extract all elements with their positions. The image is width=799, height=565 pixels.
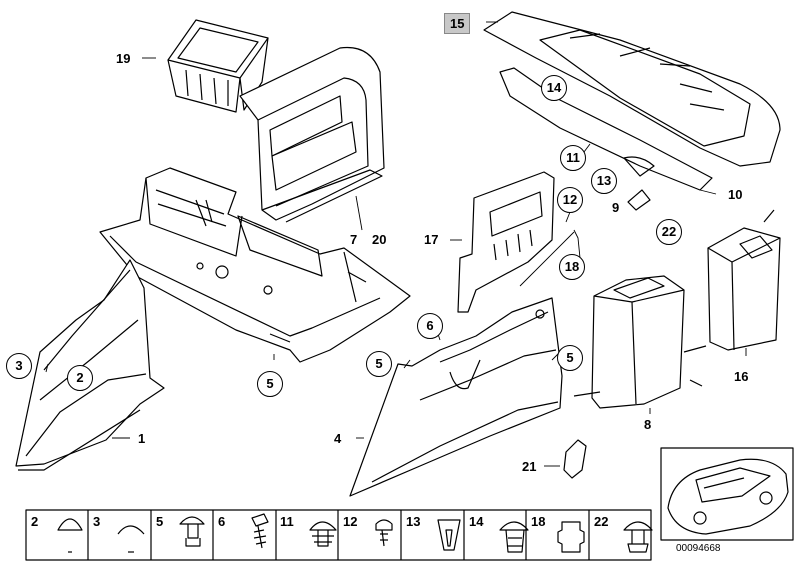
callout-1: 1 (138, 431, 146, 446)
part-16-storage-box (683, 209, 781, 353)
fastener-label: 14 (469, 514, 484, 529)
callout-10: 10 (728, 187, 743, 202)
part-8-storage-box (573, 275, 703, 409)
part-17-trim-bracket (457, 171, 555, 313)
part-15-rear-shelf (483, 11, 781, 191)
vehicle-location-inset (660, 447, 794, 541)
callout-5b: 5 (557, 345, 583, 371)
callout-21: 21 (522, 459, 537, 474)
callout-6: 6 (417, 313, 443, 339)
callout-2: 2 (67, 365, 93, 391)
part-21-clip (563, 439, 587, 479)
fastener-label: 12 (343, 514, 358, 529)
callout-12: 12 (557, 187, 583, 213)
fastener-label: 22 (594, 514, 609, 529)
leader-lines (45, 21, 747, 467)
callout-15: 15 (444, 13, 471, 34)
part-floor-tray (99, 167, 411, 363)
callout-3: 3 (6, 353, 32, 379)
callout-16: 16 (734, 369, 749, 384)
callout-4: 4 (334, 431, 342, 446)
callout-5c: 5 (257, 371, 283, 397)
callout-7: 7 (350, 232, 358, 247)
callout-18: 18 (559, 254, 585, 280)
part-1-side-trim-left (15, 259, 165, 471)
callout-13: 13 (591, 168, 617, 194)
fastener-label: 3 (93, 514, 101, 529)
callout-5a: 5 (366, 351, 392, 377)
callout-17: 17 (424, 232, 439, 247)
callout-14: 14 (541, 75, 567, 101)
fastener-label: 18 (531, 514, 546, 529)
part-7-side-trim (239, 46, 385, 223)
callout-9: 9 (612, 200, 620, 215)
callout-8: 8 (644, 417, 652, 432)
callout-20: 20 (372, 232, 387, 247)
callout-22: 22 (656, 219, 682, 245)
callout-11: 11 (560, 145, 586, 171)
part-9-clip (627, 189, 651, 211)
fastener-strip (25, 509, 653, 561)
fastener-label: 6 (218, 514, 226, 529)
fastener-label: 13 (406, 514, 421, 529)
fastener-label: 2 (31, 514, 39, 529)
fastener-label: 11 (280, 514, 294, 529)
part-4-side-trim-right (349, 297, 563, 497)
callout-19: 19 (116, 51, 131, 66)
diagram-reference-number: 00094668 (676, 543, 721, 554)
fastener-label: 5 (156, 514, 164, 529)
